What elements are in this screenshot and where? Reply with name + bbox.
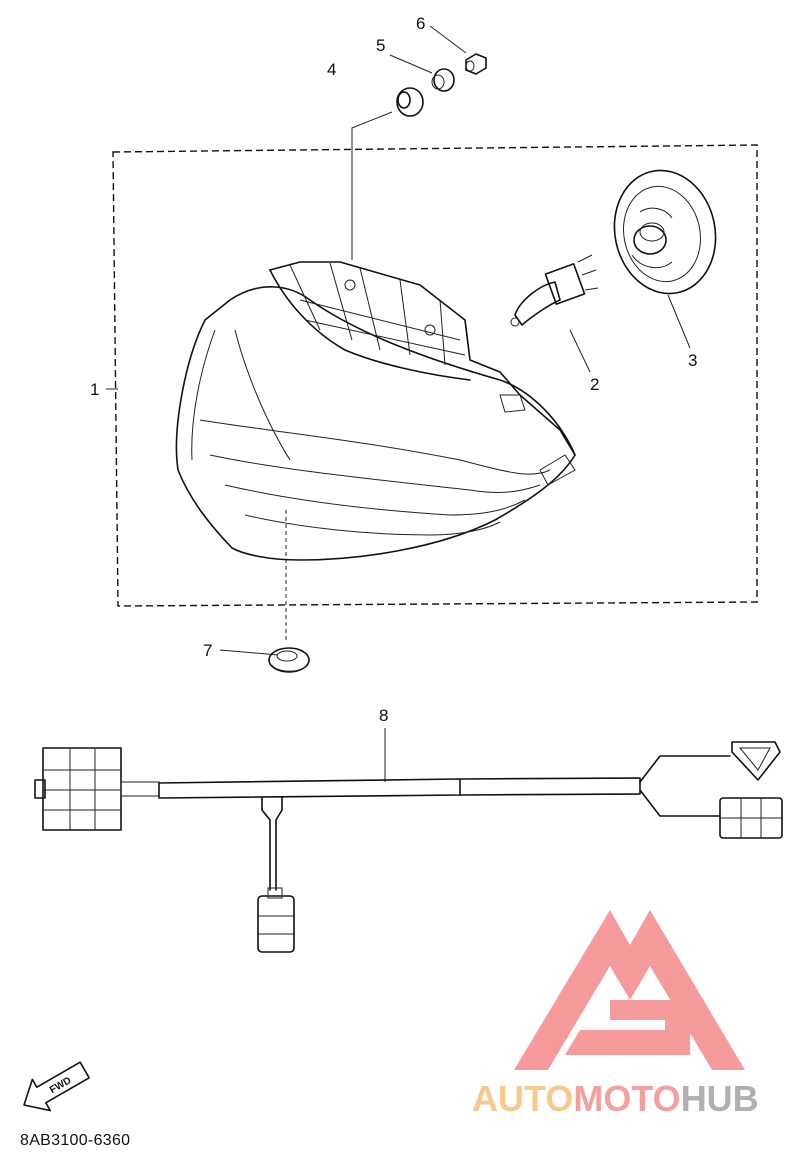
watermark-brand-moto: MOTO bbox=[573, 1078, 681, 1119]
leader-lines bbox=[106, 25, 691, 782]
callout-8: 8 bbox=[379, 706, 389, 725]
halogen-bulb bbox=[510, 254, 599, 327]
callout-1: 1 bbox=[90, 380, 100, 399]
callout-4: 4 bbox=[327, 60, 337, 79]
grommet-7 bbox=[268, 647, 310, 673]
callout-6: 6 bbox=[416, 14, 426, 33]
watermark-brand: AUTOMOTOHUB bbox=[472, 1078, 759, 1120]
collar-5 bbox=[431, 68, 455, 92]
headlight-assembly bbox=[175, 261, 576, 561]
callout-7: 7 bbox=[203, 641, 213, 660]
callout-2: 2 bbox=[590, 375, 600, 394]
watermark-logo bbox=[514, 910, 745, 1070]
fwd-arrow: FWD bbox=[23, 1061, 90, 1112]
grommet-4 bbox=[396, 87, 424, 117]
watermark-brand-hub: HUB bbox=[680, 1078, 759, 1119]
bolt-6 bbox=[465, 53, 487, 75]
part-code: 8AB3100-6360 bbox=[20, 1132, 131, 1149]
watermark-brand-auto: AUTO bbox=[472, 1078, 574, 1119]
wire-harness bbox=[34, 741, 783, 953]
callout-5: 5 bbox=[376, 36, 386, 55]
assembly-boundary bbox=[112, 144, 758, 607]
bulb-cover bbox=[613, 169, 717, 295]
callout-3: 3 bbox=[688, 351, 698, 370]
